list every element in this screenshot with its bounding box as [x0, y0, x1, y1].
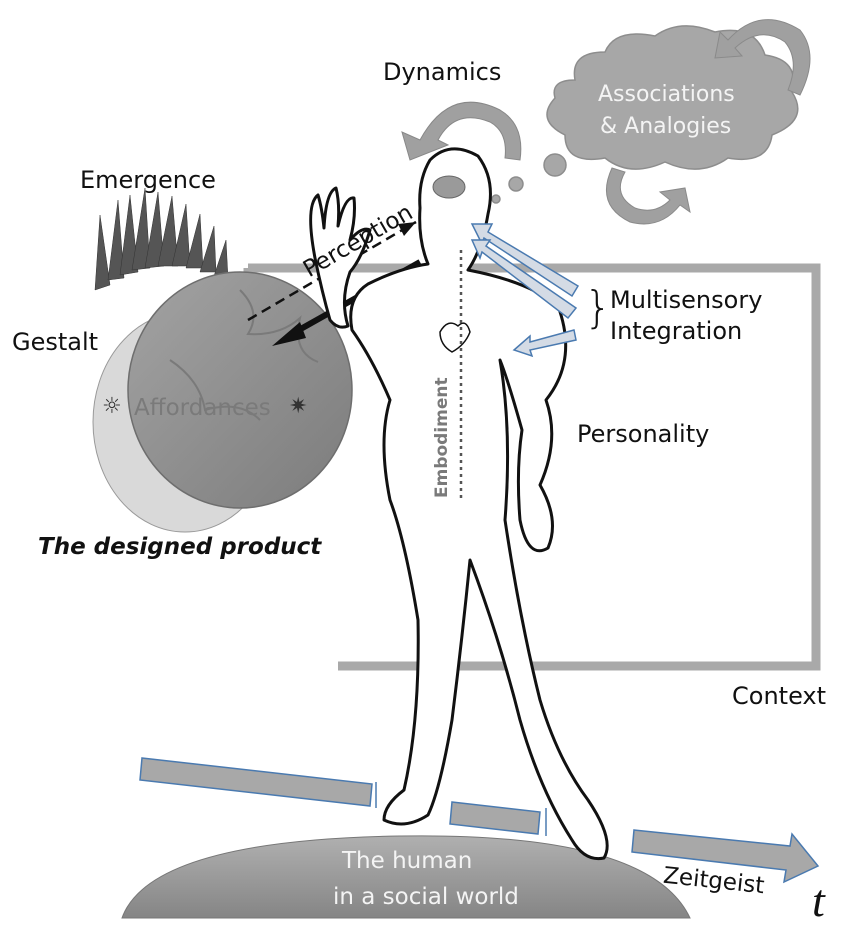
emergence-spikes: [95, 188, 228, 290]
gestalt-label: Gestalt: [12, 330, 98, 354]
multisensory-brace: }: [584, 286, 612, 330]
designed-product-label: The designed product: [38, 536, 321, 559]
human-label-line2: in a social world: [333, 886, 519, 909]
context-label: Context: [732, 684, 826, 708]
sun-right-icon: ✷: [289, 396, 307, 418]
affordances-label: Affordances: [134, 397, 271, 420]
dynamics-label: Dynamics: [383, 60, 501, 84]
sun-left-icon: ☼: [102, 396, 122, 418]
associations-label-line2: & Analogies: [600, 116, 731, 138]
embodiment-label: Embodiment: [434, 377, 451, 498]
human-label-line1: The human: [342, 850, 472, 873]
personality-label: Personality: [577, 422, 709, 446]
brain: [433, 176, 465, 198]
multisensory-label-line1: Multisensory: [610, 288, 762, 312]
associations-label-line1: Associations: [598, 84, 735, 106]
time-axis-label: t: [812, 878, 825, 924]
multisensory-label-line2: Integration: [610, 319, 742, 343]
emergence-label: Emergence: [80, 168, 216, 192]
timeline-segment-1: [140, 758, 372, 806]
timeline-segment-2: [450, 802, 540, 834]
